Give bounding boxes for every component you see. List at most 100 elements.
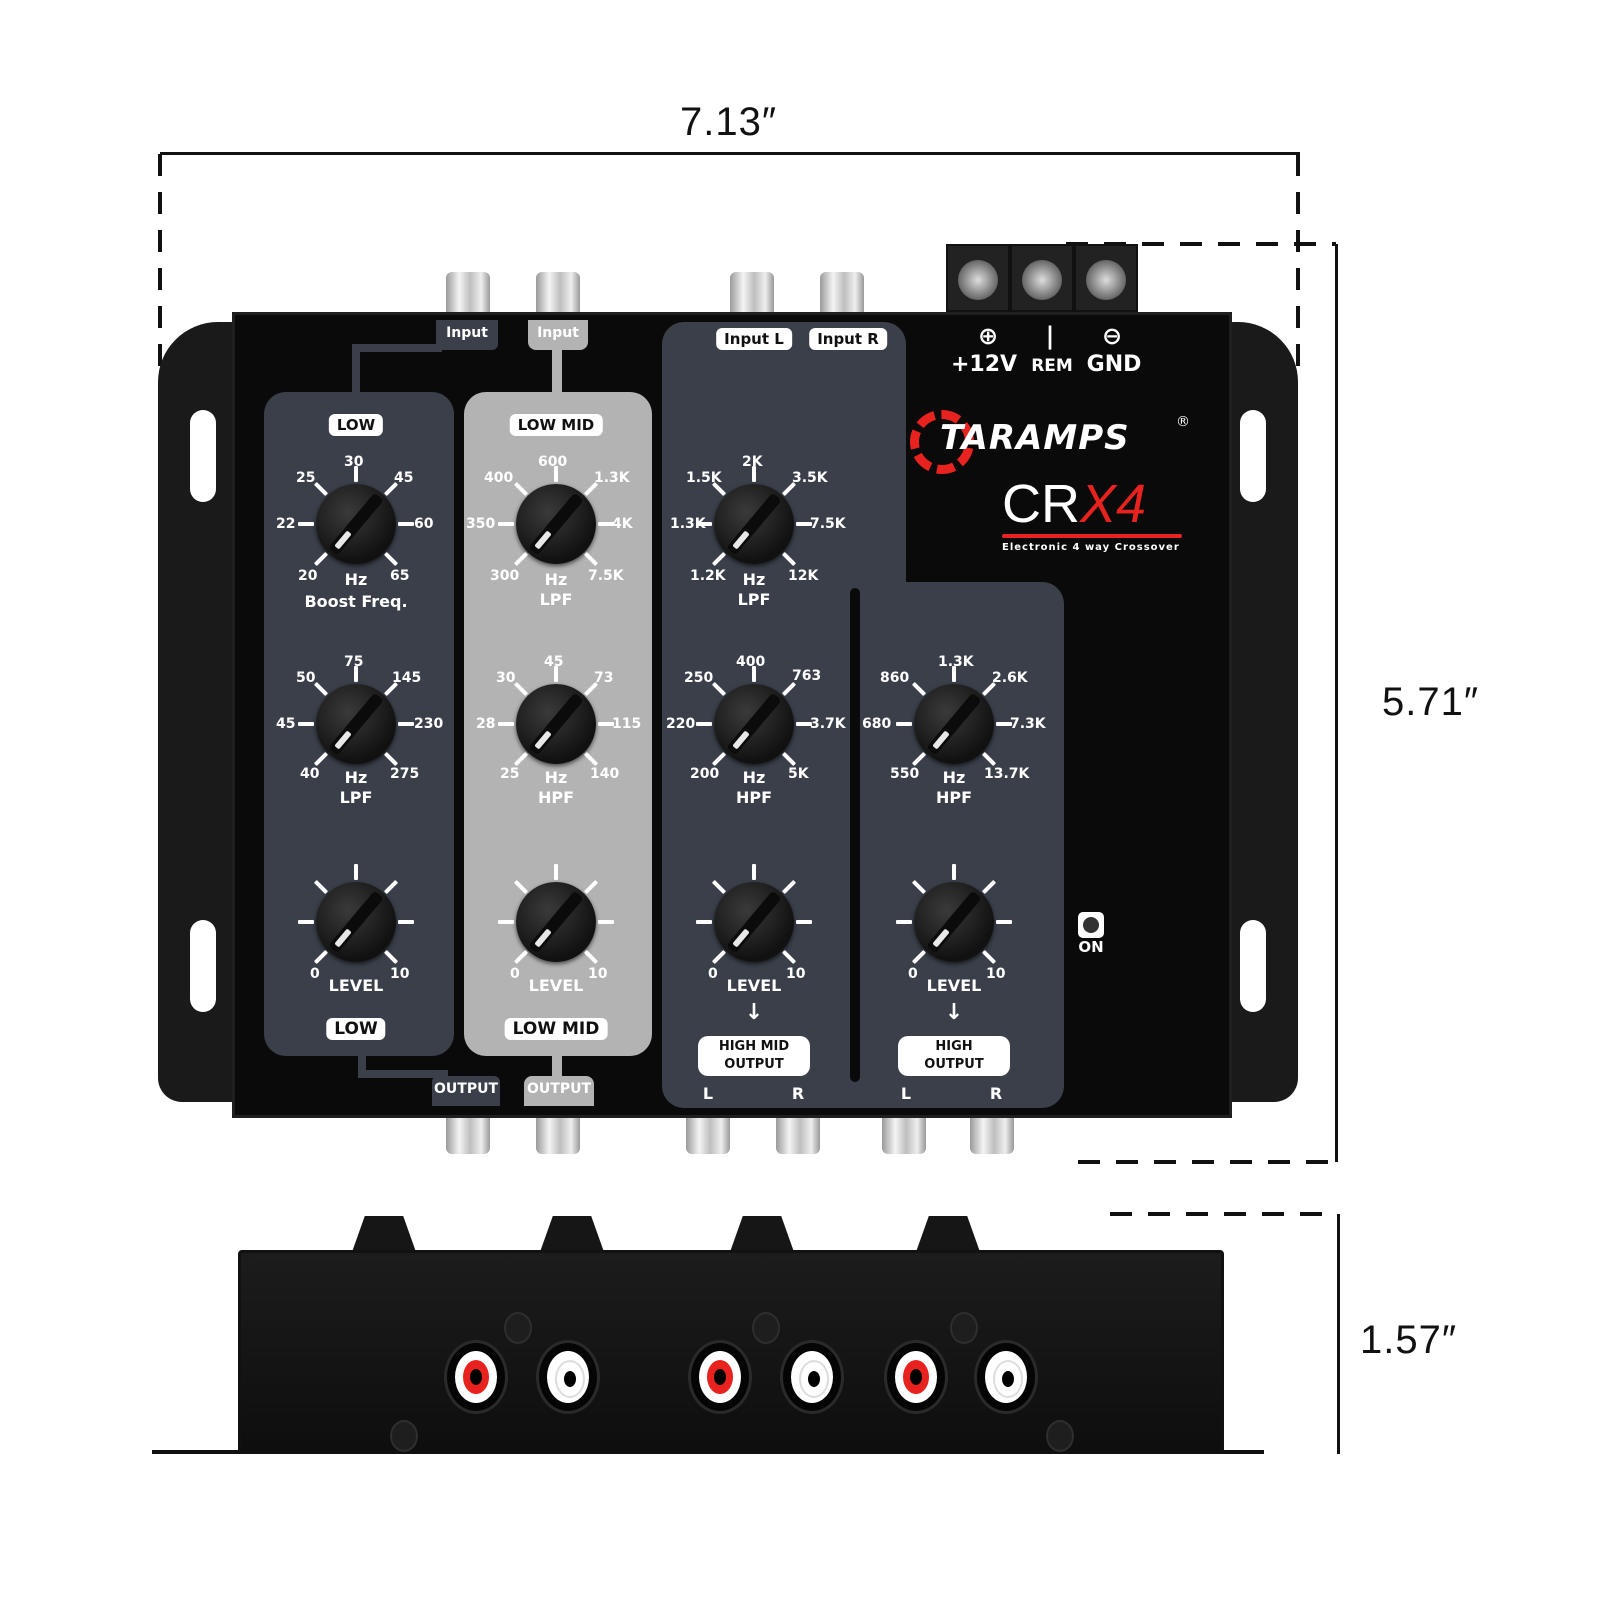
knob-label: 140 [590,766,620,782]
terminal-gnd[interactable] [1074,244,1138,312]
knob-label: 4K [612,516,633,532]
rca-output-high-l[interactable] [882,1114,926,1154]
terminal-rem[interactable] [1010,244,1074,312]
input-tab-low-mid: Input [528,320,588,350]
knob-label: 22 [276,516,296,532]
output-tab-low: OUTPUT [432,1076,500,1106]
rca-output-low[interactable] [446,1114,490,1154]
left-mounting-slot-bottom [190,920,216,1012]
height-dimension-line [1335,244,1338,1162]
tick-mark [598,920,614,924]
connector-low-out-v [358,1050,366,1078]
rca-output-high-mid-l[interactable] [686,1114,730,1154]
product-tagline: Electronic 4 way Crossover [1002,542,1180,553]
rca-input-low[interactable] [446,272,490,316]
knob-label: 600 [538,454,568,470]
low-mid-hpf-knob[interactable] [516,684,596,764]
side-rca-high-mid-white[interactable] [780,1340,844,1414]
high-level-knob[interactable] [914,882,994,962]
rca-input-left[interactable] [730,272,774,316]
knob-label: 680 [862,716,892,732]
tick-mark [696,920,712,924]
knob-name: LPF [539,590,573,609]
level-max: 10 [786,966,806,982]
width-dimension-label: 7.13″ [680,100,778,144]
tick-mark [996,722,1012,726]
low-mid-footer: LOW MID [504,1018,608,1040]
side-rca-low-red[interactable] [444,1340,508,1414]
side-knob-low-mid [540,1216,604,1252]
tick-mark [598,522,614,526]
tick-mark [554,864,558,880]
section-divider [850,588,860,1082]
knob-label: 145 [392,670,422,686]
high-hpf-knob[interactable] [914,684,994,764]
side-rca-low-white[interactable] [536,1340,600,1414]
high-mid-level-knob[interactable] [714,882,794,962]
tick-mark [696,722,712,726]
model-underline [1002,534,1182,538]
model-name: CRX4 [1002,474,1146,534]
side-rca-high-white[interactable] [974,1340,1038,1414]
tick-mark [298,522,314,526]
input-r-label: Input R [809,328,887,350]
high-mid-lpf-knob[interactable] [714,484,794,564]
rca-output-low-mid[interactable] [536,1114,580,1154]
tick-mark [298,722,314,726]
low-level-knob[interactable] [316,882,396,962]
rca-output-high-mid-r[interactable] [776,1114,820,1154]
rca-input-low-mid[interactable] [536,272,580,316]
side-rca-high-mid-red[interactable] [688,1340,752,1414]
high-mid-l-label: L [702,1084,714,1103]
connector-low-in-v [352,344,360,396]
tick-mark [498,522,514,526]
torx-screw-icon [752,1312,780,1344]
knob-label: 30 [344,454,364,470]
tick-mark [398,920,414,924]
plus-icon: ⊕ [977,322,999,350]
rca-input-right[interactable] [820,272,864,316]
low-mid-lpf-knob[interactable] [516,484,596,564]
torx-screw-icon [504,1312,532,1344]
knob-name: LPF [339,788,373,807]
taramps-logo-ring-icon [910,410,974,474]
section-high-body [860,582,1064,1108]
width-right-extension [1296,154,1300,379]
tick-mark [952,864,956,880]
knob-unit: Hz [742,768,766,787]
knob-label: 30 [496,670,516,686]
side-rca-high-red[interactable] [884,1340,948,1414]
low-boost-freq-knob[interactable] [316,484,396,564]
high-output-line1: HIGH [935,1039,973,1054]
tick-mark [398,522,414,526]
low-mid-level-knob[interactable] [516,882,596,962]
arrow-down-icon: ↓ [744,1000,764,1025]
high-mid-output-line1: HIGH MID [718,1039,790,1054]
torx-screw-icon [950,1312,978,1344]
knob-label: 1.3K [938,654,974,670]
knob-label: 2.6K [992,670,1028,686]
knob-label: 1.2K [690,568,726,584]
knob-unit: Hz [544,768,568,787]
tick-mark [752,666,756,682]
knob-name: HPF [537,788,575,807]
knob-unit: Hz [942,768,966,787]
rca-output-high-r[interactable] [970,1114,1014,1154]
screw-icon [1022,260,1062,300]
knob-label: 2K [742,454,763,470]
knob-label: 28 [476,716,496,732]
knob-unit: Hz [344,570,368,589]
knob-label: 115 [612,716,642,732]
knob-label: 860 [880,670,910,686]
knob-label: 550 [890,766,920,782]
knob-label: 25 [296,470,316,486]
high-mid-hpf-knob[interactable] [714,684,794,764]
right-mounting-slot-top [1240,410,1266,502]
right-mounting-slot-bottom [1240,920,1266,1012]
level-min: 0 [510,966,520,982]
knob-name: LPF [737,590,771,609]
terminal-12v[interactable] [946,244,1010,312]
low-lpf-knob[interactable] [316,684,396,764]
tick-mark [354,864,358,880]
tick-mark [598,722,614,726]
